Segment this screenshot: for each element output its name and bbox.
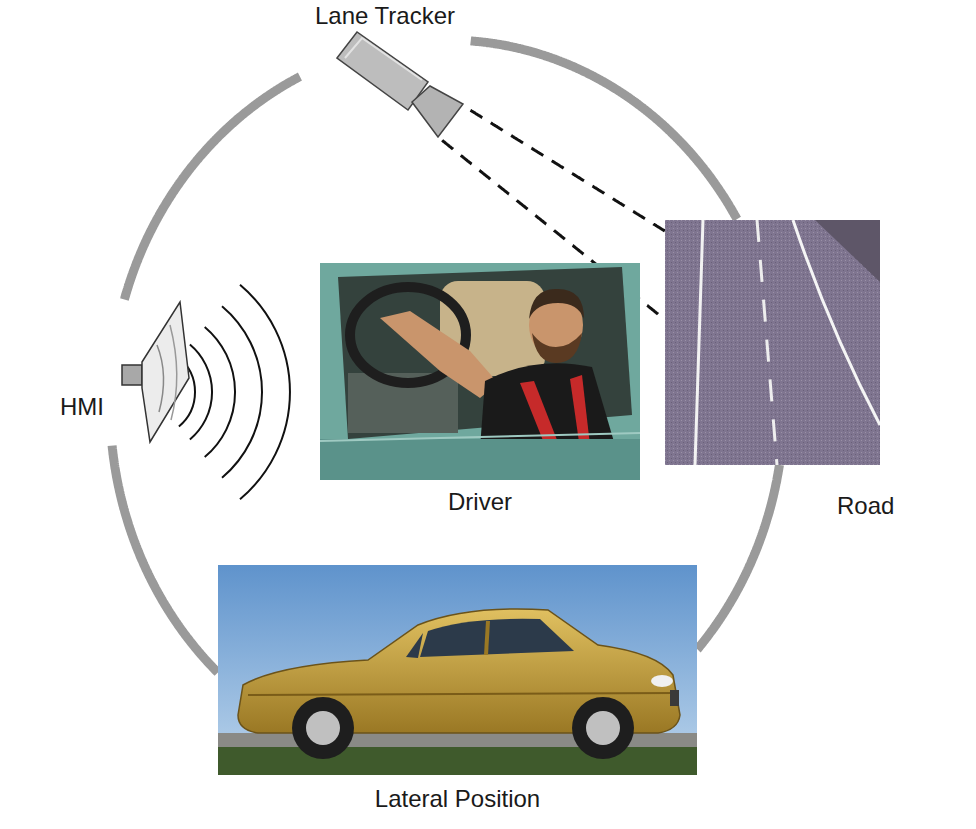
- speaker-icon: [55, 300, 195, 445]
- driver-photo-part: [380, 311, 498, 398]
- speaker-icon-part: [122, 365, 142, 385]
- road-photo-part: [757, 220, 777, 465]
- speaker-icon-part: [170, 325, 177, 420]
- node-illustration: [55, 300, 195, 445]
- camera-icon-part: [412, 86, 463, 137]
- road-photo-part: [815, 220, 880, 282]
- driver-photo-part: [320, 439, 640, 480]
- lane-tracker-node: Lane Tracker: [300, 0, 470, 140]
- car-photo-part: [306, 711, 340, 745]
- camera-icon-part: [345, 38, 422, 80]
- sight-line: [470, 110, 664, 231]
- lateral-position-node: Lateral Position: [218, 565, 697, 775]
- car-photo-part: [218, 565, 697, 775]
- node-label: Lateral Position: [375, 785, 540, 813]
- node-label: HMI: [60, 393, 104, 421]
- driver-photo-part: [532, 333, 582, 363]
- car-photo-part: [572, 697, 634, 759]
- loop-arc: [112, 446, 218, 673]
- node-illustration: [320, 263, 640, 480]
- car-photo-part: [670, 690, 679, 706]
- hmi-node: HMI: [55, 300, 195, 445]
- car-photo-part: [651, 675, 673, 687]
- car-photo-part: [586, 711, 620, 745]
- speaker-icon-part: [142, 302, 189, 442]
- driver-node: Driver: [320, 263, 640, 480]
- car-photo-part: [420, 619, 574, 657]
- road-photo-part: [793, 220, 880, 425]
- loop-arc: [697, 465, 779, 649]
- road-photo-part: [695, 220, 703, 465]
- road-photo-part: [665, 220, 880, 465]
- car-photo: [218, 565, 697, 775]
- camera-icon-part: [337, 32, 428, 110]
- road-node: Road: [665, 220, 880, 465]
- wave-arc: [222, 306, 262, 478]
- node-label: Road: [837, 492, 894, 520]
- wave-arc: [240, 285, 290, 499]
- node-illustration: [218, 565, 697, 775]
- driver-photo-part: [320, 263, 640, 480]
- speaker-icon-part: [157, 345, 164, 412]
- wave-arc: [190, 345, 212, 440]
- driver-photo-part: [320, 433, 640, 441]
- loop-arc: [124, 77, 300, 300]
- car-photo-part: [218, 747, 697, 775]
- node-label: Driver: [448, 488, 512, 516]
- car-photo-part: [486, 621, 488, 655]
- car-photo-part: [406, 633, 423, 658]
- car-photo-part: [292, 697, 354, 759]
- wave-arc: [205, 327, 235, 457]
- car-photo-part: [248, 693, 676, 695]
- driver-photo: [320, 263, 640, 480]
- node-illustration: [665, 220, 880, 465]
- node-label: Lane Tracker: [315, 2, 455, 30]
- driver-photo-part: [529, 289, 584, 319]
- road-photo: [665, 220, 880, 465]
- wave-arcs: [179, 285, 290, 499]
